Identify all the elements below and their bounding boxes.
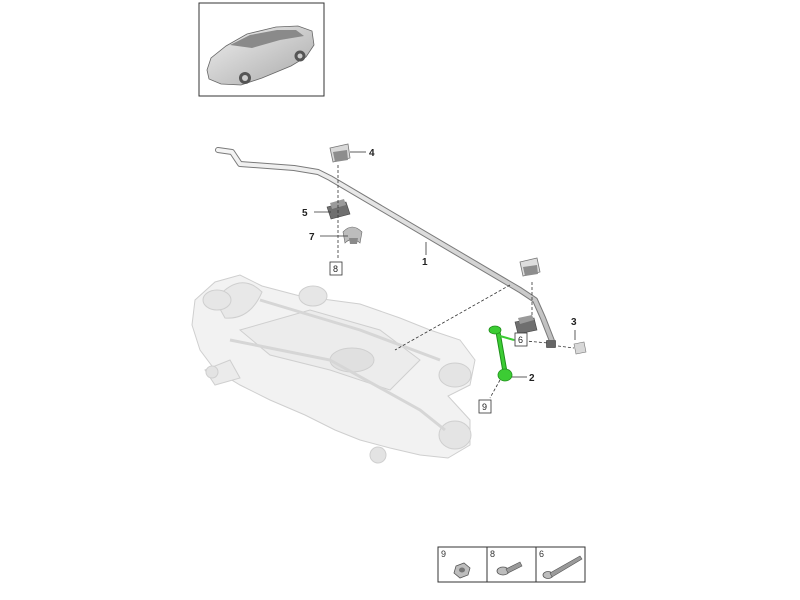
- callout-7: 7: [309, 232, 315, 243]
- subframe-ghost: [191, 274, 476, 464]
- boxed-refs: 8 6 9: [329, 261, 528, 414]
- legend-label-6: 6: [539, 549, 544, 559]
- callout-3: 3: [571, 317, 577, 328]
- fastener-legend: 9 8 6: [437, 546, 586, 583]
- callout-2: 2: [529, 373, 535, 384]
- callout-numbers: 1 2 3 4 5 7: [302, 148, 577, 384]
- boxed-ref-8: 8: [333, 264, 338, 274]
- coupling-rod[interactable]: [488, 325, 515, 382]
- nut-icon: [453, 562, 471, 579]
- vehicle-thumbnail: [198, 2, 325, 97]
- bushing-7[interactable]: [342, 226, 363, 244]
- callout-4: 4: [369, 148, 375, 159]
- boxed-ref-9: 9: [482, 402, 487, 412]
- boxed-ref-6: 6: [518, 335, 523, 345]
- callout-1: 1: [422, 257, 428, 268]
- bushing-right[interactable]: [519, 257, 541, 277]
- long-bolt-icon: [542, 555, 583, 579]
- bracket-5[interactable]: [326, 199, 351, 220]
- legend-label-9: 9: [441, 549, 446, 559]
- car-body-icon: [206, 25, 315, 86]
- callout-5: 5: [302, 208, 308, 219]
- callout-leaders: [314, 151, 576, 378]
- bushing-top[interactable]: [329, 143, 351, 163]
- nut-3[interactable]: [573, 341, 587, 355]
- bracket-right[interactable]: [514, 315, 538, 335]
- flange-bolt-icon: [496, 561, 523, 576]
- legend-label-8: 8: [490, 549, 495, 559]
- stabilizer-bar[interactable]: [215, 147, 556, 348]
